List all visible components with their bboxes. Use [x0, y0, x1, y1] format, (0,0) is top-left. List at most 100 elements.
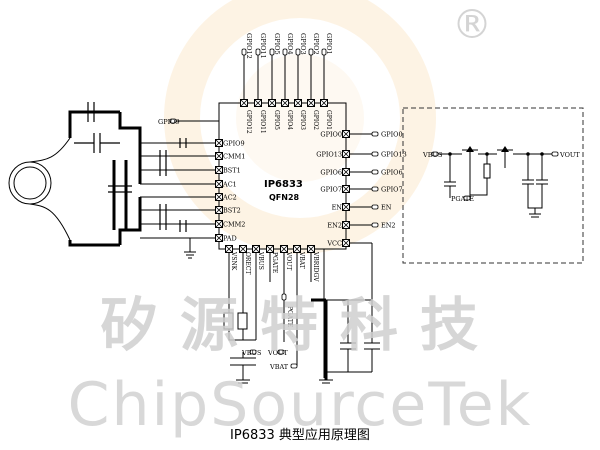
bottom-pin-box-6-x2	[307, 245, 315, 253]
bottom-pin-box-0-x2	[225, 245, 233, 253]
top-pin-box-2-x2	[268, 99, 276, 107]
top-pin-name-5: GPIO2	[312, 110, 319, 130]
right-net-label-3: GPIO7	[381, 186, 403, 194]
series-capacitors	[70, 102, 132, 193]
inset-vbus-port	[431, 151, 439, 157]
right-pin-box-5-x2	[342, 221, 350, 229]
top-pin-box-1-x2	[254, 99, 262, 107]
top-port-3	[282, 48, 288, 56]
top-pin-name-4: GPIO3	[299, 110, 306, 130]
vbat-port	[290, 363, 298, 369]
receiver-coil	[8, 137, 71, 241]
right-port-0	[371, 131, 379, 137]
top-pin-box-0-x2	[240, 99, 248, 107]
right-pin-name-5: EN2	[327, 222, 342, 230]
right-pin-box-0-x2	[342, 130, 350, 138]
top-pin-box-5-x2	[307, 99, 315, 107]
right-pin-name-0: GPIO0	[320, 131, 342, 139]
left-pin-box-5-x2	[215, 206, 223, 214]
left-pin-name-5: BST2	[223, 207, 241, 215]
top-net-label-6: GPIO1	[325, 33, 333, 55]
bottom-pin-name-1: ORECT	[244, 252, 251, 274]
bottom-pin-name-2: VBUS	[257, 251, 264, 270]
schematic-diagram: GPIO12GPIO11GPIO5GPIO4GPIO3GPIO2GPIO1GPI…	[8, 33, 584, 384]
vout-port	[277, 349, 285, 355]
left-pin-name-6: CMM2	[223, 221, 245, 229]
top-net-label-1: GPIO11	[259, 33, 267, 59]
left-pin-box-6-x2	[215, 220, 223, 228]
left-port-gpio9	[169, 118, 177, 124]
left-pin-name-7: PAD	[223, 235, 237, 243]
bottom-net-label-vbus: VBUS	[241, 349, 261, 357]
right-pin-name-2: GPIO6	[320, 169, 342, 177]
top-port-5	[308, 48, 314, 56]
right-pin-box-6-x2	[342, 239, 350, 247]
left-pin-box-7-x2	[215, 234, 223, 242]
top-pin-box-3-x2	[281, 99, 289, 107]
bottom-pin-box-2-x2	[252, 245, 260, 253]
right-pin-name-4: EN	[332, 204, 343, 212]
pgate-port	[281, 293, 287, 301]
left-pin-box-0-x2	[215, 139, 223, 147]
right-net-label-0: GPIO0	[381, 131, 403, 139]
inset-pgate-port	[463, 195, 471, 201]
inset-load-switch	[402, 107, 584, 264]
bottom-pin-box-3-x2	[266, 245, 274, 253]
top-port-1	[255, 48, 261, 56]
left-pin-name-4: AC2	[222, 194, 237, 202]
bottom-net-label-vout: VOUT	[267, 349, 288, 357]
left-pin-name-0: GPIO9	[223, 140, 245, 148]
right-net-label-5: EN2	[381, 222, 396, 230]
top-port-0	[241, 48, 247, 56]
right-port-1	[371, 151, 379, 157]
chip-package: QFN28	[269, 193, 300, 202]
right-port-3	[371, 186, 379, 192]
right-pin-box-4-x2	[342, 203, 350, 211]
bottom-pin-name-5: VBAT	[298, 251, 305, 269]
bottom-pin-name-0: VSNK	[230, 251, 237, 271]
top-pin-name-2: GPIO5	[273, 110, 280, 130]
inset-label-vout: VOUT	[559, 151, 580, 159]
figure-caption: IP6833 典型应用原理图	[230, 428, 370, 443]
bootstrap-capacitors	[159, 138, 187, 232]
bottom-pin-box-4-x2	[280, 245, 288, 253]
top-pin-name-6: GPIO1	[325, 110, 332, 130]
top-pin-box-4-x2	[294, 99, 302, 107]
top-pin-box-6-x2	[320, 99, 328, 107]
right-net-label-4: EN	[381, 204, 392, 212]
bottom-pin-name-3: PGATE	[271, 252, 278, 273]
left-pin-name-3: AC1	[222, 181, 237, 189]
top-net-label-0: GPIO12	[245, 33, 253, 59]
bottom-net-label-pgate: PGATE	[286, 306, 293, 327]
right-net-label-2: GPIO6	[381, 169, 403, 177]
bottom-pin-name-6: VBRIDGV	[312, 251, 319, 282]
inset-label-vbus: VBUS	[422, 151, 442, 159]
top-net-label-5: GPIO2	[312, 33, 320, 55]
bottom-pin-name-4: VOUT	[285, 251, 292, 270]
chip-name: IP6833	[264, 179, 303, 190]
right-port-4	[371, 204, 379, 210]
top-port-2	[269, 48, 275, 56]
right-port-2	[371, 169, 379, 175]
top-net-label-2: GPIO5	[273, 33, 281, 55]
left-pin-name-1: CMM1	[223, 153, 245, 161]
top-port-4	[295, 48, 301, 56]
right-net-label-1: GPIO13	[381, 151, 407, 159]
right-port-5	[371, 222, 379, 228]
top-pin-name-3: GPIO4	[286, 110, 293, 130]
vbus-port	[249, 349, 257, 355]
power-traces	[68, 110, 328, 380]
top-net-label-4: GPIO3	[299, 33, 307, 55]
right-pin-name-3: GPIO7	[320, 186, 342, 194]
right-pin-name-6: VCC	[326, 240, 342, 248]
left-pin-box-1-x2	[215, 152, 223, 160]
right-pin-box-3-x2	[342, 185, 350, 193]
inset-label-pgate: PGATE	[451, 195, 474, 203]
bottom-pin-box-1-x2	[239, 245, 247, 253]
left-pin-box-3-x2	[215, 180, 223, 188]
right-pin-name-1: GPIO13	[316, 151, 342, 159]
top-pin-name-1: GPIO11	[259, 110, 266, 134]
top-pin-name-0: GPIO12	[245, 110, 252, 134]
